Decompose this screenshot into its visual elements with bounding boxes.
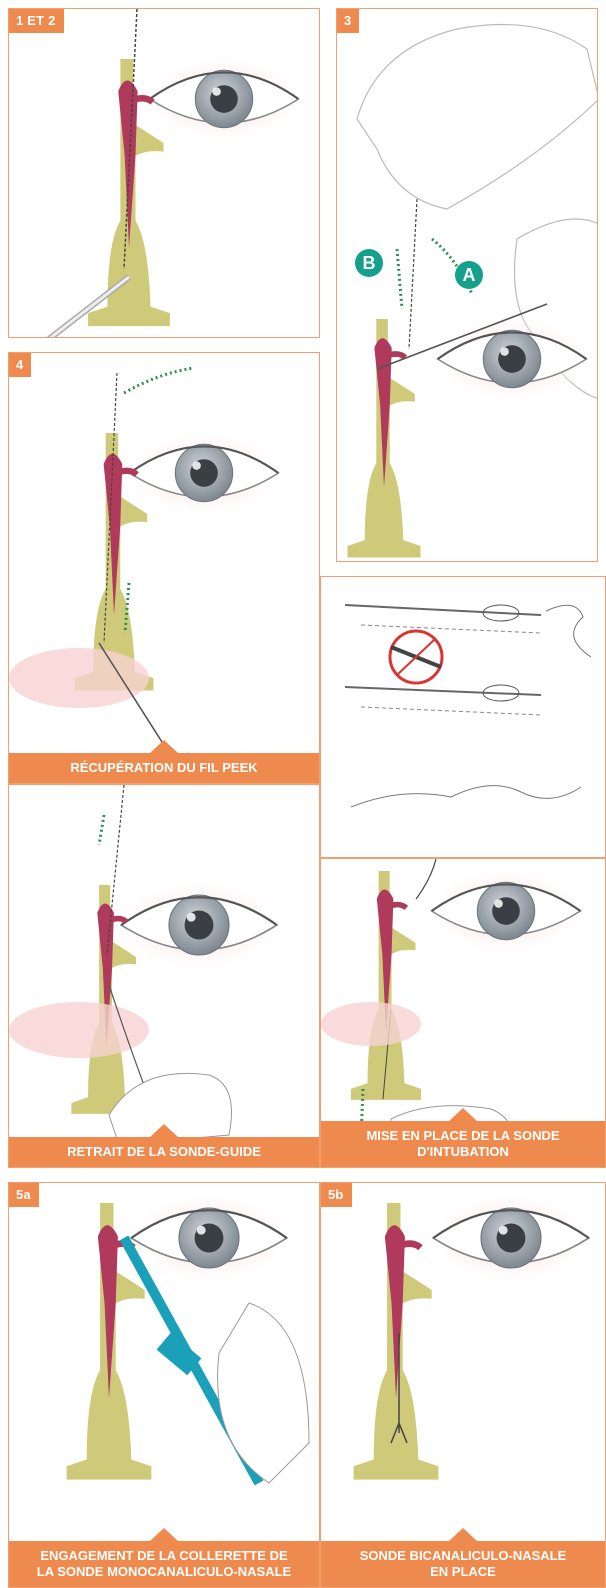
panel-step-1-2: 1 ET 2	[8, 8, 320, 338]
caption: RÉCUPÉRATION DU FIL PEEK	[9, 753, 319, 783]
illustration-retrait	[9, 785, 320, 1168]
panel-step-3: B A 3	[336, 8, 598, 562]
step-tag: 5a	[9, 1183, 39, 1207]
tube-diagram	[321, 577, 606, 858]
panel-step-5a: 5a ENGAGEMENT DE LA COLLERETTE DE LA SON…	[8, 1182, 320, 1588]
marker-b: B	[355, 249, 383, 277]
panel-tube-diagram	[320, 576, 606, 858]
caption: MISE EN PLACE DE LA SONDE D'INTUBATION	[321, 1121, 605, 1167]
panel-step-4: 4 RÉCUPÉRATION DU FIL PEEK	[8, 352, 320, 784]
step-tag: 1 ET 2	[9, 9, 64, 33]
step-tag: 5b	[321, 1183, 352, 1207]
caption: ENGAGEMENT DE LA COLLERETTE DE LA SONDE …	[9, 1541, 319, 1587]
step-tag: 3	[337, 9, 359, 33]
step-tag: 4	[9, 353, 31, 377]
panel-retrait: RETRAIT DE LA SONDE-GUIDE	[8, 784, 320, 1168]
panel-mise-en-place: MISE EN PLACE DE LA SONDE D'INTUBATION	[320, 858, 606, 1168]
caption: RETRAIT DE LA SONDE-GUIDE	[9, 1137, 319, 1167]
illustration-step-1-2	[9, 9, 320, 338]
marker-a: A	[455, 261, 483, 289]
illustration-step-4	[9, 353, 320, 784]
caption: SONDE BICANALICULO-NASALE EN PLACE	[321, 1541, 605, 1587]
panel-step-5b: 5b SONDE BICANALICULO-NASALE EN PLACE	[320, 1182, 606, 1588]
